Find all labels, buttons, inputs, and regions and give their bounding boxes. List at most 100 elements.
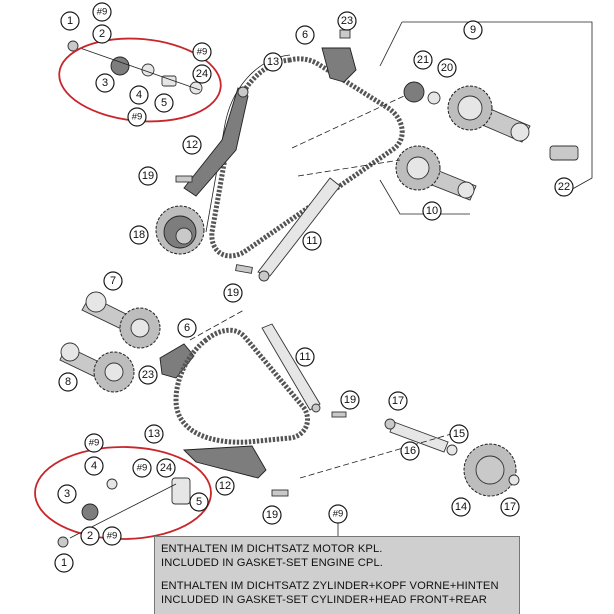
leader-lines-bottom: [189, 309, 459, 479]
callout-ring: [177, 318, 197, 338]
bolt-19-bottom: [331, 411, 347, 418]
callouts-bottom: 7 6 11 23 8 19 17 13 15 #9 16 4 #9 24 12…: [54, 271, 520, 573]
callout-ring: [263, 52, 283, 72]
callout-12-top: 12: [182, 135, 202, 155]
callout-18-top: 18: [129, 225, 149, 245]
callout-9hash-top-b: #9: [127, 107, 147, 127]
callout-ring: [138, 365, 158, 385]
callout-ring: [102, 526, 122, 546]
callout-ring: [223, 283, 243, 303]
callout-ring: [554, 177, 574, 197]
callout-ring: [262, 505, 282, 525]
highlight-oval-bottom: [34, 446, 212, 540]
callout-13-top: 13: [263, 52, 283, 72]
callout-11-bottom: 11: [295, 347, 315, 367]
sprocket-14: [463, 443, 520, 497]
callout-4-top: 4: [129, 85, 149, 105]
callout-3-bottom: 3: [57, 484, 77, 504]
callout-ring: [451, 497, 471, 517]
callout-20-top: 20: [437, 58, 457, 78]
camshaft-upper-top: [403, 81, 579, 161]
callout-number: 14: [455, 501, 467, 513]
callout-ring: [422, 201, 442, 221]
callout-19-bottom-a: 19: [340, 390, 360, 410]
callout-number: 19: [142, 170, 154, 182]
callout-3-top: 3: [95, 73, 115, 93]
tensioner-kit-top: [67, 40, 203, 95]
callout-ring: [80, 526, 100, 546]
camshaft-lower-top: [395, 145, 477, 201]
callout-9hash-top-a: #9: [92, 2, 112, 22]
callout-ring: [127, 107, 147, 127]
callout-22-top: 22: [554, 177, 574, 197]
callout-11-top: 11: [302, 231, 322, 251]
callout-number: #9: [137, 463, 148, 474]
callout-number: 24: [160, 462, 172, 474]
callout-17-bottom-b: 17: [500, 497, 520, 517]
callout-number: 17: [504, 501, 516, 513]
callout-5-bottom: 5: [189, 492, 209, 512]
camshaft-upper-bottom: [81, 291, 161, 349]
callout-number: 23: [341, 15, 353, 27]
callout-23-top: 23: [337, 11, 357, 31]
callout-ring: [400, 441, 420, 461]
callout-ring: [215, 476, 235, 496]
idler-shaft: [384, 418, 458, 456]
callout-number: 3: [64, 488, 70, 500]
callout-number: 12: [219, 480, 231, 492]
callout-1-top: 1: [60, 11, 80, 31]
callout-ring: [95, 73, 115, 93]
callout-15-bottom: 15: [449, 424, 469, 444]
callout-ring: [58, 372, 78, 392]
callout-5-top: 5: [154, 93, 174, 113]
callout-number: #9: [97, 7, 108, 18]
callout-ring: [295, 347, 315, 367]
tensioner-rail-bottom: [182, 445, 289, 497]
callout-17-bottom-a: 17: [388, 391, 408, 411]
callout-6-top: 6: [295, 25, 315, 45]
callout-9hash-bottom-d: #9: [102, 526, 122, 546]
gasket-set-legend: ENTHALTEN IM DICHTSATZ MOTOR KPL. INCLUD…: [154, 536, 520, 614]
callout-ring: [138, 166, 158, 186]
callout-24-top: 24: [192, 64, 212, 84]
callout-number: 2: [99, 28, 105, 40]
callout-ring: [129, 85, 149, 105]
callout-6-bottom: 6: [177, 318, 197, 338]
callout-number: 1: [61, 557, 67, 569]
callout-ring: [500, 497, 520, 517]
callout-number: 13: [267, 56, 279, 68]
callout-8-bottom: 8: [58, 372, 78, 392]
callout-9hash-bottom-c: #9: [328, 504, 348, 524]
callout-23-bottom: 23: [138, 365, 158, 385]
callout-number: 19: [227, 287, 239, 299]
callout-ring: [302, 231, 322, 251]
camshaft-group-frame: [379, 21, 593, 215]
callout-number: 9: [470, 24, 476, 36]
callout-ring: [132, 458, 152, 478]
callout-ring: [57, 484, 77, 504]
callout-14-bottom: 14: [451, 497, 471, 517]
callout-number: #9: [89, 438, 100, 449]
callout-number: 13: [148, 428, 160, 440]
callout-number: 22: [558, 181, 570, 193]
callout-number: 6: [184, 322, 190, 334]
callout-ring: [192, 64, 212, 84]
callout-number: 17: [392, 395, 404, 407]
legend-line-2: INCLUDED IN GASKET-SET ENGINE CPL.: [161, 556, 384, 569]
callout-ring: [92, 24, 112, 44]
callout-number: 19: [266, 509, 278, 521]
callout-number: 6: [302, 29, 308, 41]
callout-number: 1: [67, 15, 73, 27]
callout-4-bottom: 4: [84, 456, 104, 476]
callout-ring: [154, 93, 174, 113]
callout-ring: [156, 458, 176, 478]
callout-number: 2: [87, 530, 93, 542]
callout-19-top-a: 19: [138, 166, 158, 186]
callout-ring: [103, 271, 123, 291]
callout-1-bottom: 1: [54, 553, 74, 573]
callout-ring: [449, 424, 469, 444]
callout-number: 24: [196, 68, 208, 80]
callout-ring: [92, 2, 112, 22]
callout-19-top-b: 19: [223, 283, 243, 303]
